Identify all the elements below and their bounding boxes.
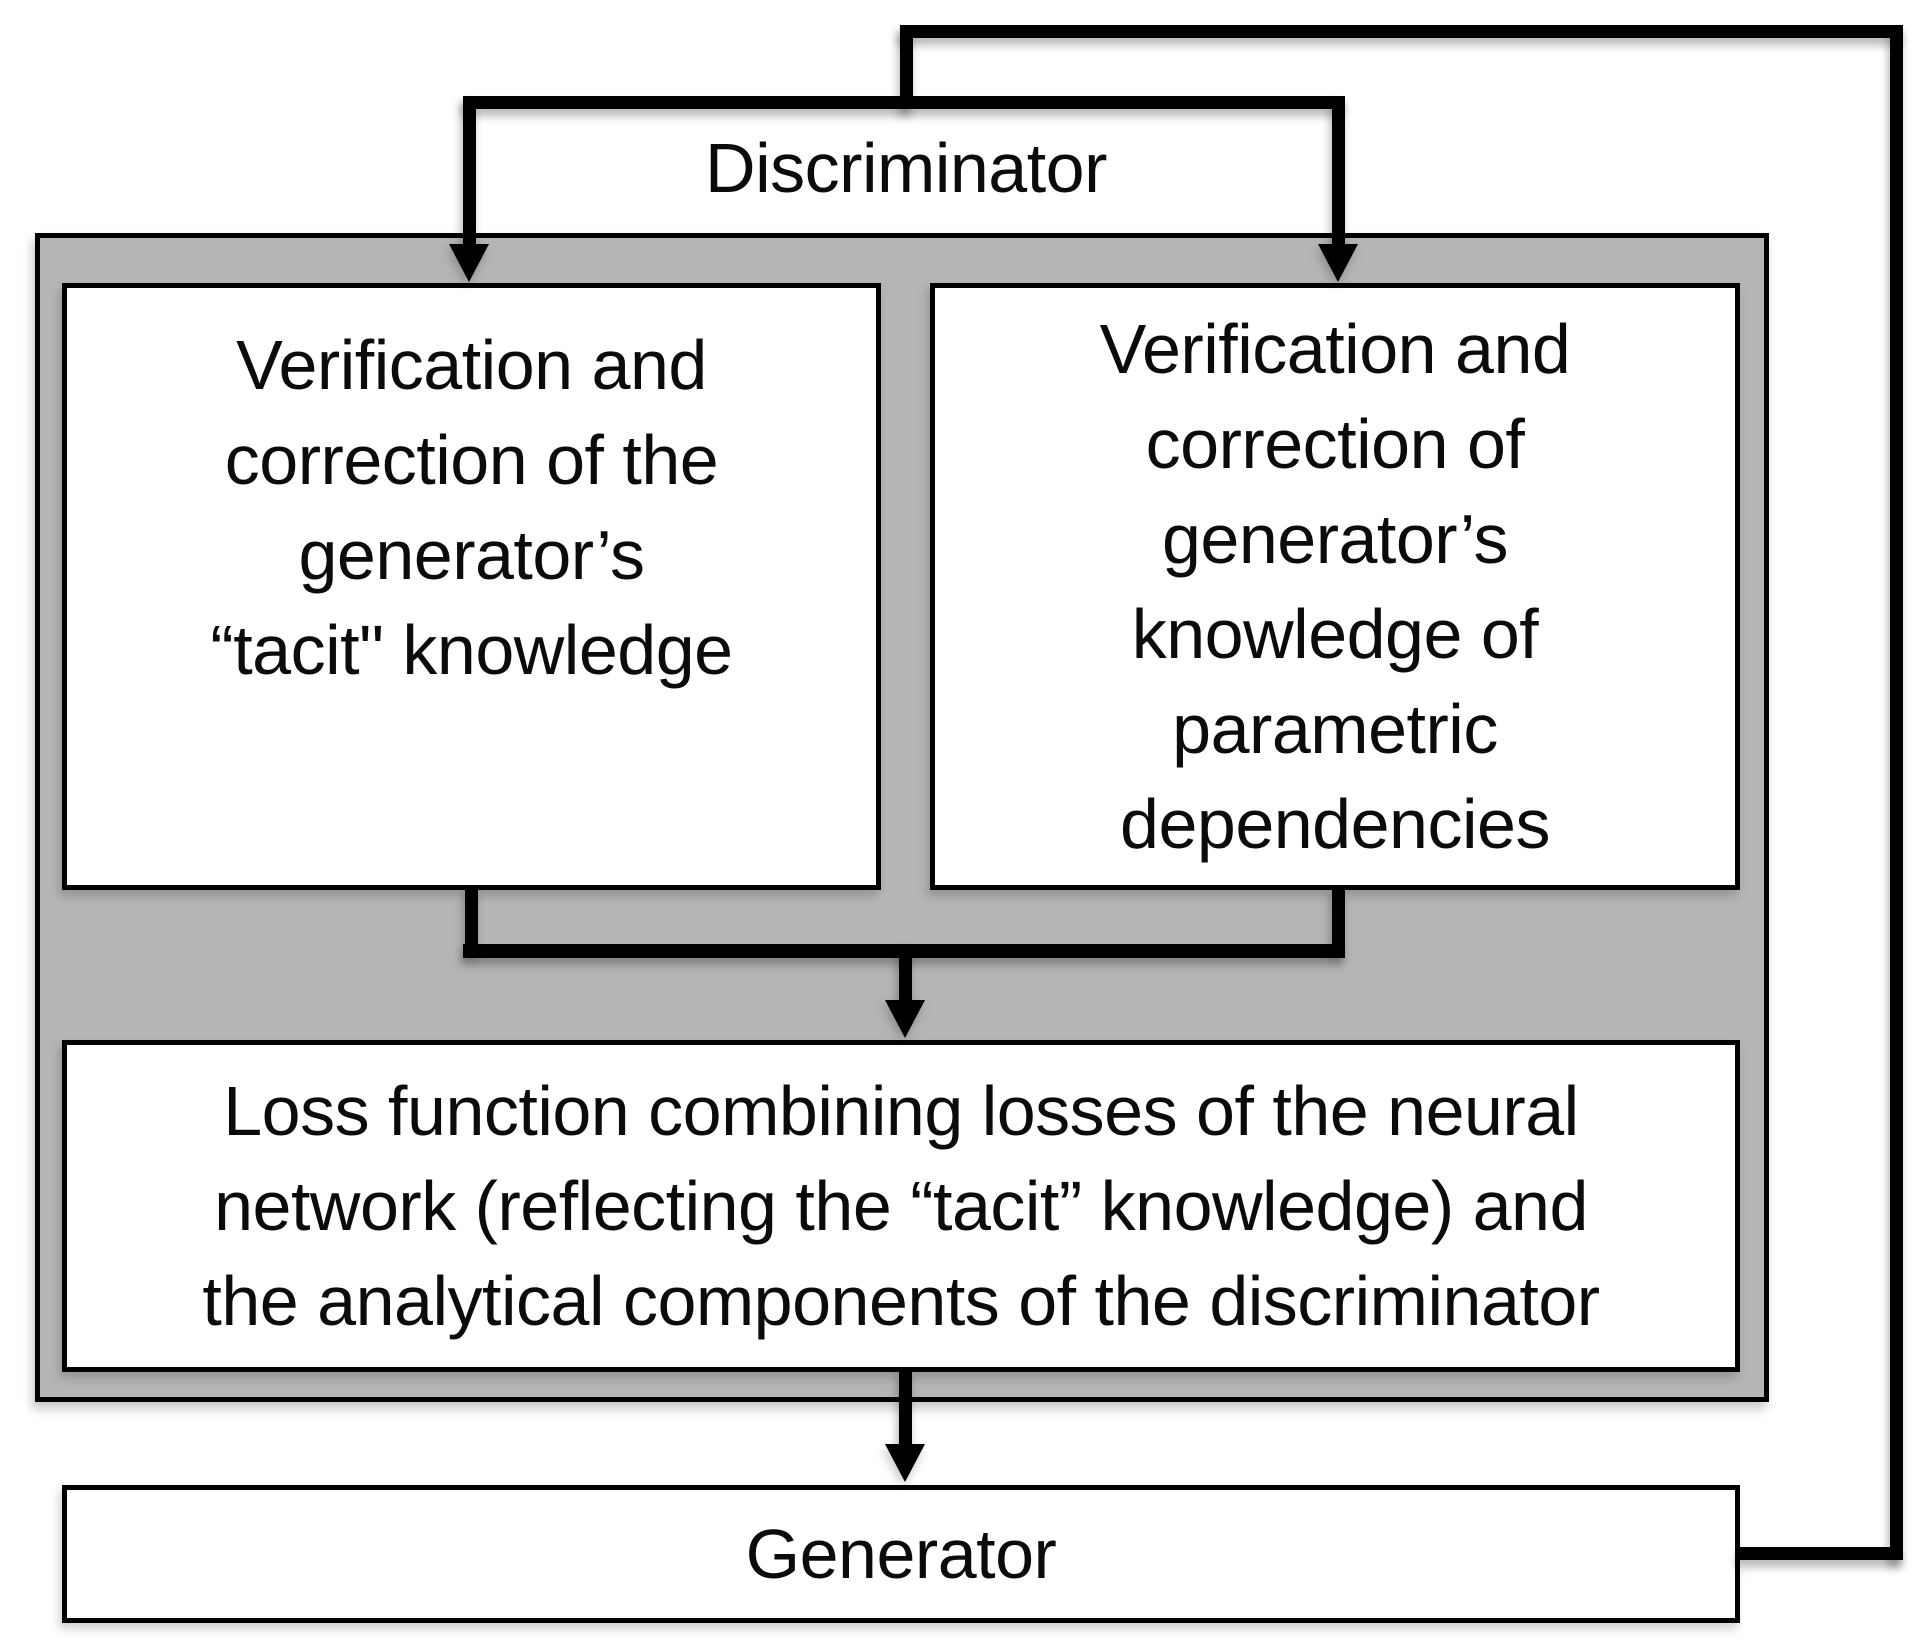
arrowhead-generator-box xyxy=(885,1444,925,1482)
connector-feedback-right xyxy=(1890,25,1903,1560)
loss-box-line: Loss function combining losses of the ne… xyxy=(223,1071,1579,1150)
verification-parametric-box: Verification and correction of generator… xyxy=(930,283,1740,890)
connector-discriminator-right xyxy=(1332,96,1345,244)
parametric-box-line: knowledge of xyxy=(1131,595,1539,673)
generator-box: Generator xyxy=(62,1485,1740,1623)
connector-leftbox-down xyxy=(465,886,478,952)
verification-tacit-box: Verification and correction of the gener… xyxy=(62,283,881,890)
parametric-box-line: parametric xyxy=(1172,690,1498,768)
parametric-box-line: dependencies xyxy=(1120,785,1550,863)
parametric-box-line: generator’s xyxy=(1161,500,1509,578)
parametric-box-line: correction of xyxy=(1145,405,1525,483)
connector-discriminator-stem xyxy=(900,25,913,109)
arrowhead-loss-box xyxy=(885,1000,925,1038)
connector-to-loss xyxy=(899,944,912,1004)
connector-discriminator-bracket xyxy=(463,96,1345,109)
tacit-box-line: correction of the xyxy=(224,421,719,499)
arrowhead-left-box xyxy=(449,244,489,282)
tacit-box-line: generator’s xyxy=(298,516,645,594)
connector-rightbox-down xyxy=(1332,886,1345,952)
tacit-box-line: Verification and xyxy=(236,326,707,404)
arrowhead-right-box xyxy=(1318,244,1358,282)
tacit-box-line: “tacit" knowledge xyxy=(210,611,733,689)
connector-feedback-top xyxy=(900,25,1903,38)
loss-box-line: the analytical components of the discrim… xyxy=(202,1261,1600,1340)
generator-label: Generator xyxy=(745,1514,1057,1593)
connector-discriminator-left xyxy=(463,96,476,244)
discriminator-label: Discriminator xyxy=(705,129,1107,207)
connector-loss-to-generator xyxy=(899,1368,912,1448)
loss-box-line: network (reflecting the “tacit” knowledg… xyxy=(214,1166,1588,1245)
parametric-box-line: Verification and xyxy=(1099,310,1571,388)
loss-function-box: Loss function combining losses of the ne… xyxy=(62,1040,1740,1372)
connector-feedback-generator-stub xyxy=(1738,1547,1903,1560)
